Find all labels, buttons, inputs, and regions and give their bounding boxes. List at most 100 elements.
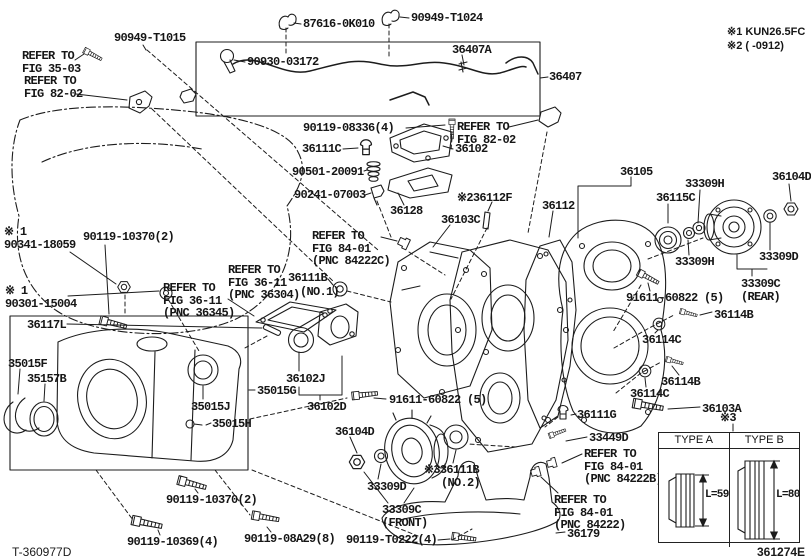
hose-clip-icon [278, 13, 297, 31]
ring-33309H-icon [682, 221, 706, 240]
refer-fig-36-11-304: REFER TO FIG 36-11 (PNC 36304) [228, 263, 300, 302]
type-b-header: TYPE B [744, 434, 784, 446]
dimension-l59: L=59 [705, 489, 729, 501]
type-a-cell: L=59 [659, 449, 730, 547]
label-90501-20091: 90501-20091 [292, 165, 364, 179]
refer-fig-82-02-a: REFER TO FIG 82-02 [24, 74, 83, 101]
type-table-body: L=59 L=80 [659, 449, 800, 547]
vent-tube-box [195, 41, 541, 117]
shift-fork-36179 [381, 460, 561, 546]
label-90341-18059: ※ 1 90341-18059 [4, 225, 76, 252]
detent-plug-icon [370, 184, 385, 206]
label-36407: 36407 [549, 70, 582, 84]
washer-33309D-icon [763, 209, 777, 223]
label-36111C: 36111C [302, 142, 342, 156]
label-36102: 36102 [455, 142, 488, 156]
plug-33449D-icon [547, 427, 567, 439]
extension-housing-box [9, 315, 249, 471]
label-33309D-front: 33309D [367, 480, 407, 494]
seal-36102J-icon [287, 326, 315, 354]
bracket-icon [128, 88, 562, 128]
front-companion-flange-33309C [384, 409, 449, 485]
label-36112: 36112 [542, 199, 575, 213]
diagram-id-right: 361274E [757, 545, 806, 559]
label-36114C-1: 36114C [642, 333, 682, 347]
ring-35157B-icon [29, 401, 59, 437]
label-90119-T0222: 90119-T0222(4) [346, 533, 438, 547]
label-35015J: 35015J [191, 400, 231, 414]
label-90119-10370-lower: 90119-10370(2) [166, 493, 258, 507]
spring-icon [366, 161, 381, 182]
label-33309H-lower: 33309H [675, 255, 715, 269]
bolt-icon [82, 46, 104, 63]
label-35015F: 35015F [8, 357, 48, 371]
label-36103A: 36103A [702, 402, 742, 416]
label-90241-07003: 90241-07003 [294, 188, 366, 202]
dimension-l80: L=80 [776, 489, 800, 501]
label-36114C-2: 36114C [630, 387, 670, 401]
washer-36114C-icon [652, 317, 666, 331]
label-33309H-upper: 33309H [685, 177, 725, 191]
label-35157B: 35157B [27, 372, 67, 386]
variant-note-1: ※1 KUN26.5FC [727, 26, 806, 38]
type-table-header-row: TYPE A TYPE B [659, 433, 799, 449]
rear-case-36105 [558, 219, 667, 434]
label-36117L: 36117L [27, 318, 67, 332]
label-87616-0K010: 87616-0K010 [303, 17, 375, 31]
label-36128: 36128 [390, 204, 423, 218]
label-36115C: 36115C [656, 191, 696, 205]
type-a-header: TYPE A [659, 433, 730, 448]
control-retainer-36102 [389, 123, 453, 163]
diagram-id-left: T-360977D [12, 545, 72, 559]
nut-90341-icon [117, 281, 131, 293]
label-33309C-rear: 33309C (REAR) [741, 277, 781, 304]
pin-36117L-icon [262, 324, 282, 336]
label-90949-T1024: 90949-T1024 [411, 11, 483, 25]
variant-note-2: ※2 ( -0912) [727, 40, 784, 52]
label-90119-08A29: 90119-08A29(8) [244, 532, 336, 546]
transmission-outline [11, 106, 303, 335]
label-90119-08336: 90119-08336(4) [303, 121, 395, 135]
label-36407A: 36407A [452, 43, 492, 57]
nut-36104D-icon [783, 202, 799, 216]
refer-fig-82-02-b: REFER TO FIG 82-02 [457, 120, 516, 147]
leader-lines-solid [17, 16, 792, 541]
label-36114B-2: 36114B [661, 375, 701, 389]
refer-fig-84-01-b: REFER TO FIG 84-01 (PNC 84222B) [584, 447, 663, 486]
plug-36114B-icon [678, 308, 699, 319]
refer-fig-36-11-345: REFER TO FIG 36-11 (PNC 36345) [163, 281, 235, 320]
pin-36112F [482, 211, 491, 230]
label-35015G: 35015G [257, 384, 297, 398]
label-36111B-no2-sub: (NO.2) [441, 476, 481, 490]
label-91611-60822-right: 91611-60822 (5) [626, 291, 724, 305]
coupling-drawing-type-a [668, 473, 709, 528]
breather-plug-icon [359, 139, 373, 156]
bearing-36115C-icon [654, 226, 682, 254]
label-36112F: ※236112F [457, 191, 513, 205]
coupling-drawing-type-b [737, 459, 780, 541]
label-90930-03172: 90930-03172 [247, 55, 319, 69]
type-b-cell: L=80 [730, 449, 800, 547]
label-36114B-1: 36114B [714, 308, 754, 322]
oil-seal-36111B-no1 [332, 281, 348, 297]
label-36111B-no1: 36111B [288, 271, 328, 285]
label-36179: 36179 [567, 527, 600, 541]
adaptor-case-36103C [389, 241, 493, 399]
refer-fig-35-03: REFER TO FIG 35-03 [22, 49, 81, 76]
retainer-36102D [317, 303, 359, 346]
label-33449D: 33449D [589, 431, 629, 445]
hose-clip-icon [381, 9, 400, 27]
label-35015H: 35015H [212, 417, 252, 431]
label-36111G: 36111G [577, 408, 617, 422]
label-36104D-front: 36104D [335, 425, 375, 439]
bolt-icon [130, 514, 164, 532]
label-36111B-no2: ※336111B [424, 463, 480, 477]
snap-ring-35015F-icon [3, 397, 40, 434]
hose-clamp-icon [458, 61, 468, 73]
label-36102D: 36102D [307, 400, 347, 414]
vent-hose [232, 56, 539, 106]
refer-fig-84-01-c: REFER TO FIG 84-01 (PNC 84222C) [312, 229, 391, 268]
bolt-icon [250, 510, 280, 525]
